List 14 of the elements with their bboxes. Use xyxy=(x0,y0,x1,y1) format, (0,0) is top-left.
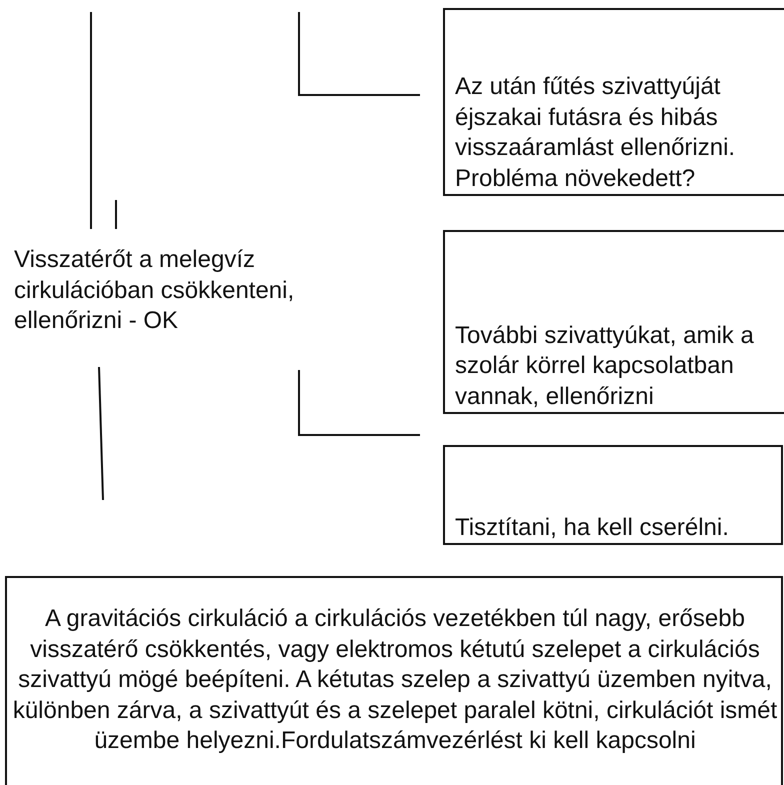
box-text: Tisztítani, ha kell cserélni. xyxy=(455,512,730,542)
box-text: További szivattyúkat, amik a szolár körrel kapcsolatban vannak, ellenőrizni xyxy=(455,320,755,412)
connector-line xyxy=(298,12,420,96)
step-text: Visszatérőt a melegvíz cirkulációban csökkenteni, ellenőrizni - OK xyxy=(14,229,344,367)
box-text: A gravitációs cirkuláció a cirkulációs vezetékben túl nagy, erősebb visszatérő csökkentés, vagy elektromos kétutú szelepet a cirkulációs szivattyú mögé beépíteni. A kétutas szelep a szivattyú üzemben nyitva, különben zárva, a szivattyút és a szelepet paralel kötni, cirkulációt ismét üzembe helyezni.Fordulatszámvezérlést ki kell kapcsolni xyxy=(12,604,778,756)
process-box xyxy=(443,8,784,196)
process-box xyxy=(443,230,784,414)
process-box xyxy=(443,445,783,545)
connector-line xyxy=(90,12,92,229)
connector-line xyxy=(298,370,420,436)
note-box xyxy=(5,576,783,785)
box-text: Az után fűtés szivattyúját éjszakai futásra és hibás visszaáramlást ellenőrizni. Probléma növekedett? xyxy=(455,72,736,194)
connector-line xyxy=(98,366,104,500)
connector-line xyxy=(115,200,117,229)
